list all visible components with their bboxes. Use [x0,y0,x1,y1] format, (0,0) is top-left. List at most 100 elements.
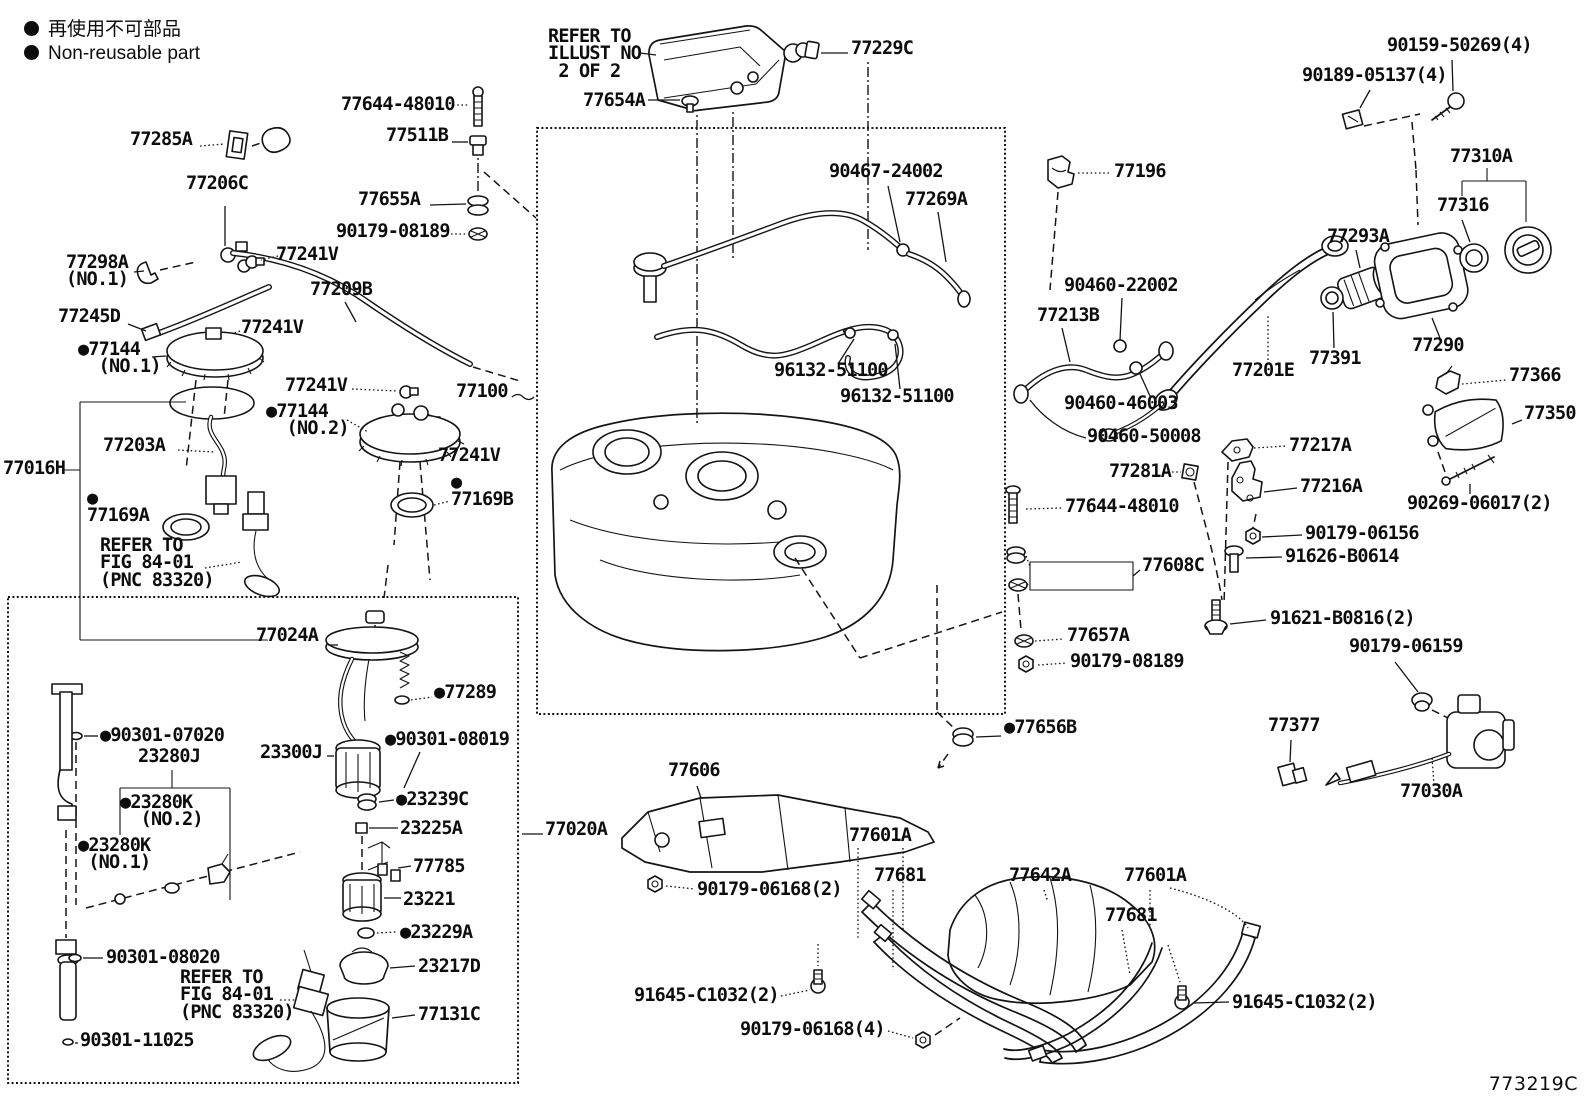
part-label-77644-48010: 77644-48010 [341,94,456,115]
part-label-77144: ●77144 (NO.2) [266,401,350,440]
part-label-90159-502694: 90159-50269(4) [1387,35,1533,56]
part-label-77293A: 77293A [1327,226,1390,247]
part-label-77655A: 77655A [358,189,421,210]
part-label-77216A: 77216A [1300,476,1363,497]
part-label-77016H: 77016H [3,458,66,479]
part-label-77290: 77290 [1412,335,1464,356]
part-label-77606: 77606 [668,760,720,781]
part-label-90467-24002: 90467-24002 [829,161,944,182]
nonreusable-dot-icon [24,45,39,60]
part-label-90301-08019: ●90301-08019 [385,729,510,750]
part-label-77289: ●77289 [434,682,497,703]
part-label-77608C: 77608C [1142,555,1205,576]
part-label-77642A: 77642A [1009,865,1072,886]
part-label-77206C: 77206C [186,173,249,194]
part-label-77241V: 77241V [241,317,304,338]
part-label-23225A: 23225A [400,818,463,839]
part-label-96132-51100: 96132-51100 [774,360,889,381]
pump-inset-box [7,596,519,1084]
part-label-77285A: 77285A [130,129,193,150]
part-label-77281A: 77281A [1109,461,1172,482]
part-label-77654A: 77654A [583,90,646,111]
part-label-77201E: 77201E [1232,360,1295,381]
part-label-77100: 77100 [456,381,508,402]
fuel-pump-plate-assembly [1277,661,1515,787]
filler-pipe-assembly [1013,59,1552,494]
part-label-77366: 77366 [1509,365,1561,386]
part-label-91621-B08162: 91621-B0816(2) [1270,608,1416,629]
part-label-77310A: 77310A [1450,146,1513,167]
part-label-91645-C10322: 91645-C1032(2) [634,985,780,1006]
clamp-77241V-3 [351,385,419,399]
part-label-77350: 77350 [1524,403,1576,424]
part-label-77213B: 77213B [1037,305,1100,326]
part-label-77209B: 77209B [310,279,373,300]
screw-77644-48010 [453,86,484,127]
nut-90179-06168-4 [887,1017,961,1049]
part-label-77245D: 77245D [58,306,121,327]
left-tube-assembly [62,126,521,641]
part-label-90460-50008: 90460-50008 [1087,426,1202,447]
part-label-91645-C10322: 91645-C1032(2) [1232,992,1378,1013]
part-label-90179-06159: 90179-06159 [1349,636,1464,657]
part-label-77241V: 77241V [276,244,339,265]
fuel-pump-inset-parts [51,610,433,1072]
part-label-23280K: ●23280K (NO.2) [120,792,204,831]
part-label-77020A: 77020A [545,819,608,840]
nonreusable-dot-icon [24,21,39,36]
fuel-tank-and-tubes [511,185,1003,731]
clamp-77241V-1 [245,255,279,269]
part-label-77316: 77316 [1437,195,1489,216]
part-label-23239C: ●23239C [396,789,469,810]
fuel-tank-box [536,127,1006,715]
part-label-90179-061684: 90179-06168(4) [740,1019,886,1040]
figure-code: 773219C [1488,1073,1578,1095]
part-label-77229C: 77229C [851,38,914,59]
tank-protector-and-bands [522,785,1262,1065]
part-label-90301-08020: 90301-08020 [106,947,221,968]
pipe-support-brackets [937,438,1303,769]
part-label-90460-46003: 90460-46003 [1064,393,1179,414]
part-label-: ●77169A [87,488,150,527]
part-label-77196: 77196 [1114,161,1166,182]
part-label-77377: 77377 [1268,715,1320,736]
part-label-77657A: 77657A [1067,625,1130,646]
part-label-23300J: 23300J [260,742,323,763]
part-label-90301-07020: ●90301-07020 [100,725,225,746]
cap-77511B [452,135,487,194]
part-label-77681: 77681 [1105,905,1157,926]
part-label-23229A: ●23229A [400,922,473,943]
part-label-77217A: 77217A [1289,435,1352,456]
part-label-77391: 77391 [1309,348,1361,369]
part-label-77024A: 77024A [256,625,319,646]
part-label-77241V: 77241V [438,445,501,466]
part-label-77269A: 77269A [905,189,968,210]
part-label-90179-08189: 90179-08189 [1070,651,1185,672]
charcoal-canister [483,25,869,425]
part-label-90179-06156: 90179-06156 [1305,523,1420,544]
part-label-77601A: 77601A [849,825,912,846]
part-label-91626-B0614: 91626-B0614 [1285,546,1400,567]
part-label-90179-08189: 90179-08189 [336,221,451,242]
part-label-77241V: 77241V [285,375,348,396]
part-label-77644-48010: 77644-48010 [1065,496,1180,517]
part-label-23280J: 23280J [138,746,201,767]
part-label-96132-51100: 96132-51100 [840,386,955,407]
part-label-90460-22002: 90460-22002 [1064,275,1179,296]
part-label-77203A: 77203A [103,435,166,456]
part-label-77298A: 77298A(NO.1) [66,252,129,291]
part-label-90269-060172: 90269-06017(2) [1407,493,1553,514]
part-label-77030A: 77030A [1400,781,1463,802]
part-label-77144: ●77144 (NO.1) [78,339,162,378]
part-label-77785: 77785 [413,856,465,877]
part-label-90189-051374: 90189-05137(4) [1302,65,1448,86]
part-label-77656B: ●77656B [1004,717,1077,738]
part-label-77131C: 77131C [418,1004,481,1025]
part-label-23280K: ●23280K (NO.1) [78,835,151,874]
part-label-77681: 77681 [874,865,926,886]
